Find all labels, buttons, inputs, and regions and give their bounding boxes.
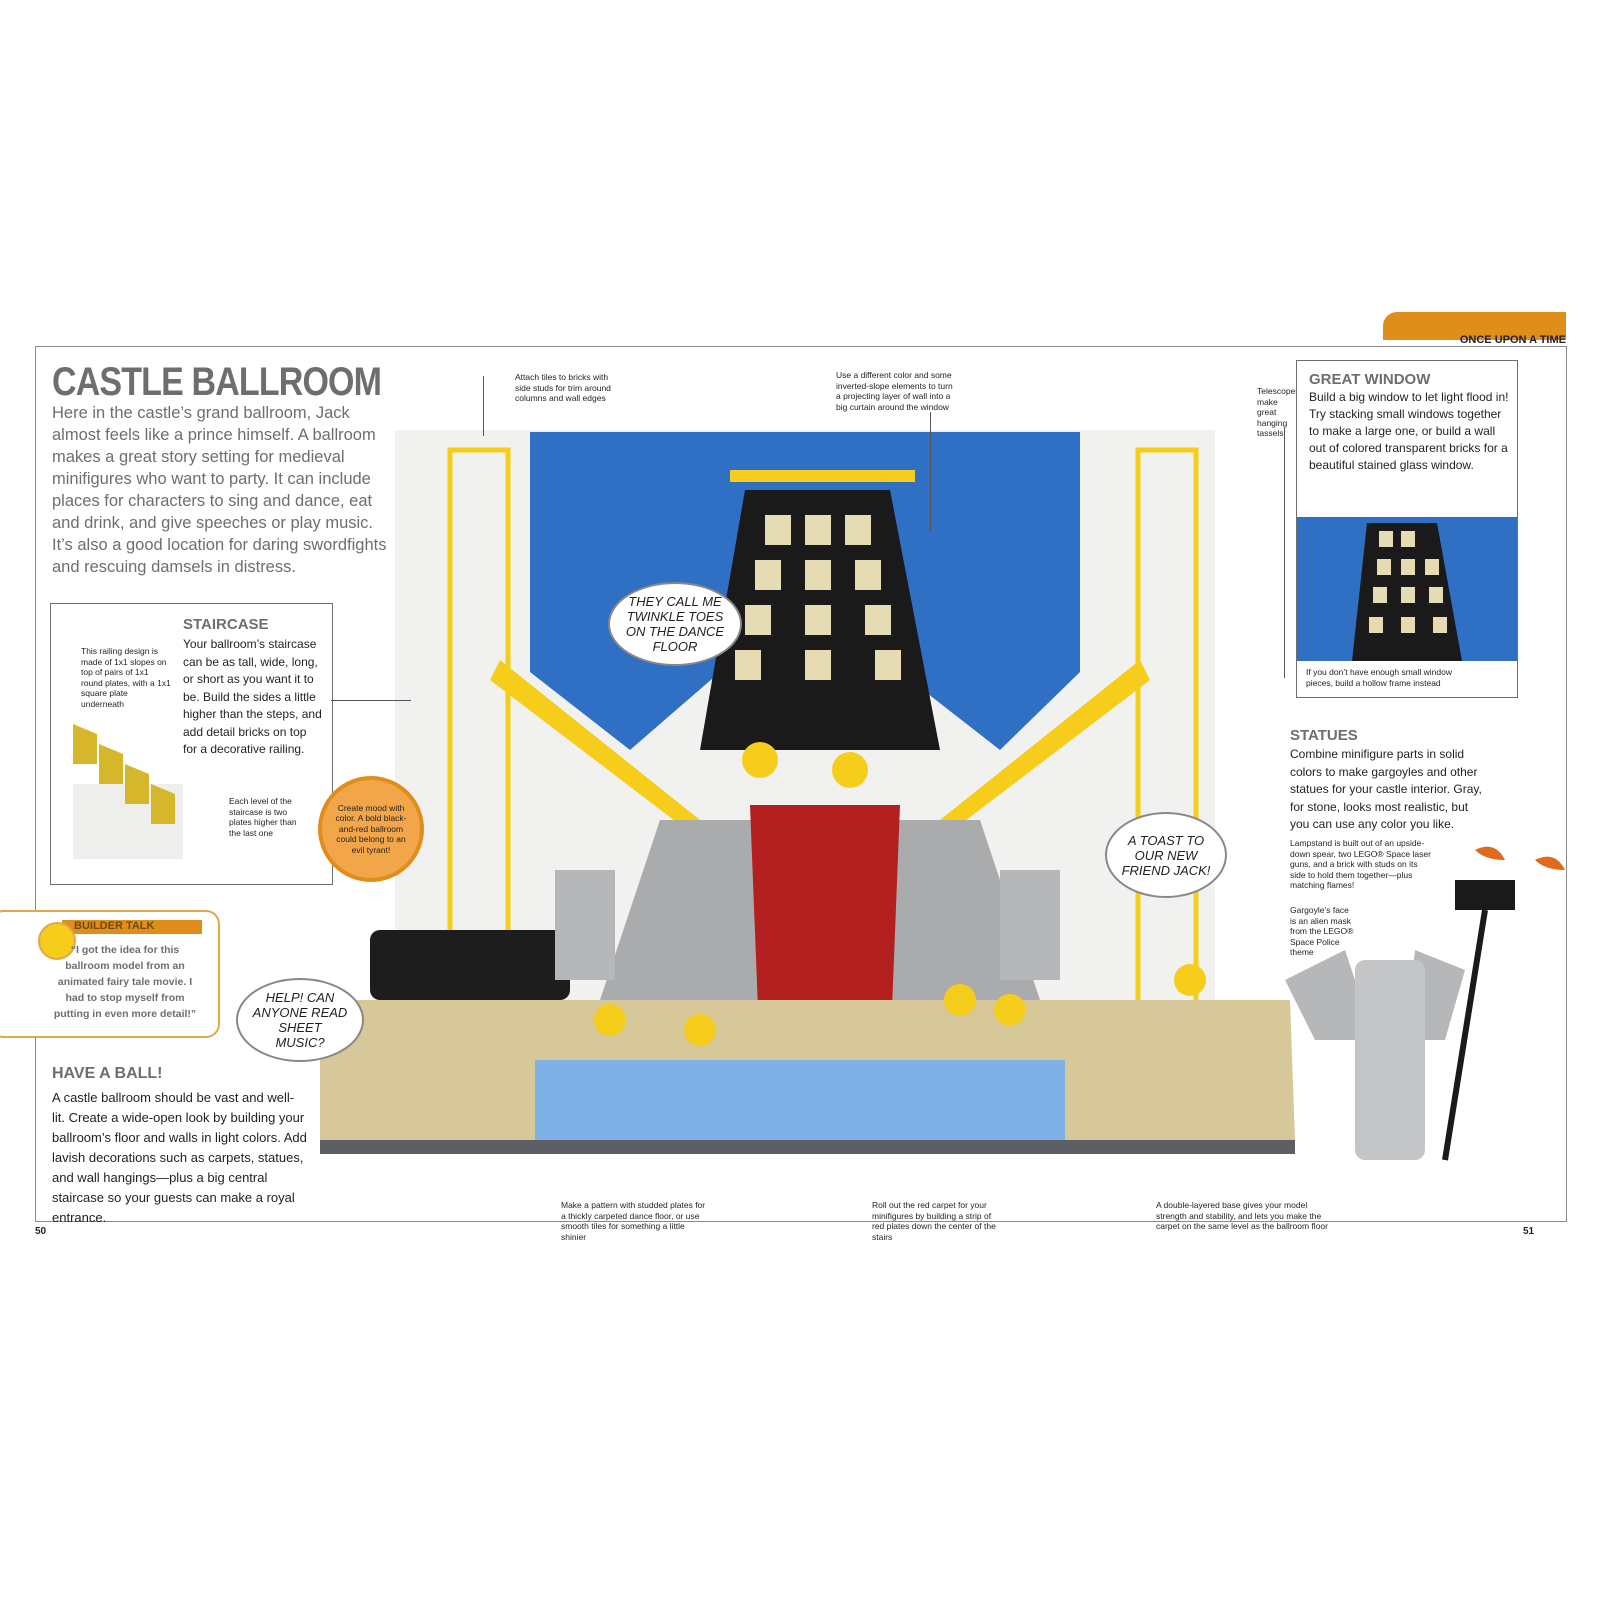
callout-base: A double-layered base gives your model s…: [1156, 1200, 1328, 1231]
stair-detail-photo: [73, 724, 183, 859]
page-number-left: 50: [35, 1226, 47, 1237]
right-railing: [940, 660, 1150, 840]
callout-dance-floor: Make a pattern with studded plates for a…: [561, 1200, 706, 1242]
section-tab-label: ONCE UPON A TIME: [1459, 334, 1566, 346]
gargoyle-statue: [1355, 960, 1425, 1160]
have-a-ball-body: A castle ballroom should be vast and wel…: [52, 1090, 307, 1225]
leader-line: [331, 700, 411, 701]
gargoyle-statue: [1000, 870, 1060, 980]
have-a-ball-heading: HAVE A BALL!: [52, 1065, 163, 1082]
minifigure-dancer: [944, 984, 976, 1016]
great-window-panel: GREAT WINDOW Build a big window to let l…: [1296, 360, 1518, 698]
speech-bubble-help: HELP! CAN ANYONE READ SHEET MUSIC?: [236, 978, 364, 1062]
gargoyle-statue: [555, 870, 615, 980]
base: [320, 1140, 1295, 1154]
callout-tiles: Attach tiles to bricks with side studs f…: [515, 372, 611, 403]
gargoyle-note: Gargoyle’s face is an alien mask from th…: [1290, 905, 1354, 957]
statues-heading: STATUES: [1290, 727, 1358, 744]
staircase-body: Your ballroom’s staircase can be as tall…: [183, 637, 322, 756]
builder-talk-heading: BUILDER TALK: [74, 920, 155, 932]
minifigure-king: [742, 742, 778, 778]
piano: [370, 930, 570, 1000]
minifigure-guard: [1174, 964, 1206, 996]
great-window-note: If you don’t have enough small window pi…: [1306, 667, 1453, 688]
red-carpet: [750, 805, 900, 1060]
mood-tip-badge: Create mood with color. A bold black-and…: [318, 776, 424, 882]
page-title: CASTLE BALLROOM: [52, 360, 382, 404]
page-number-right: 51: [1523, 1226, 1535, 1237]
window-detail-photo: [1297, 517, 1517, 661]
gargoyle-lampstand-photo: [1285, 846, 1565, 1161]
builder-talk-quote: “I got the idea for this ballroom model …: [53, 944, 197, 1020]
great-window-heading: GREAT WINDOW: [1309, 371, 1431, 388]
builder-avatar: [38, 922, 76, 960]
intro-text: Here in the castle’s grand ballroom, Jac…: [52, 404, 387, 576]
statues-body: Combine minifigure parts in solid colors…: [1290, 747, 1482, 831]
minifigure-dancer: [594, 1004, 626, 1036]
spear: [1442, 909, 1488, 1161]
level-note: Each level of the staircase is two plate…: [229, 796, 297, 838]
railing-note: This railing design is made of 1x1 slope…: [81, 646, 171, 709]
minifigure-dancer: [994, 994, 1026, 1026]
window-panes: [735, 515, 901, 680]
section-tab: [1383, 312, 1566, 340]
speech-bubble-toast: A TOAST TO OUR NEW FRIEND JACK!: [1105, 812, 1227, 898]
left-railing: [490, 660, 700, 840]
minifigure-jack: [832, 752, 868, 788]
speech-bubble-twinkle: THEY CALL ME TWINKLE TOES ON THE DANCE F…: [608, 582, 742, 666]
callout-red-carpet: Roll out the red carpet for your minifig…: [872, 1200, 996, 1242]
builder-talk-panel: BUILDER TALK “I got the idea for this ba…: [0, 910, 220, 1038]
staircase-panel: STAIRCASE Your ballroom’s staircase can …: [50, 603, 333, 885]
great-window-body: Build a big window to let light flood in…: [1309, 390, 1509, 472]
page-frame: [35, 346, 1567, 1222]
ballroom-model-photo: [320, 430, 1295, 1154]
dance-floor: [535, 1060, 1065, 1140]
callout-curtain: Use a different color and some inverted-…: [836, 370, 953, 412]
lampstand-note: Lampstand is built out of an upside-down…: [1290, 838, 1431, 890]
staircase-heading: STAIRCASE: [183, 616, 269, 633]
minifigure-dancer: [684, 1014, 716, 1046]
flame-icon: [1475, 846, 1565, 870]
callout-telescopes: Telescopes make great hanging tassels!: [1257, 386, 1300, 438]
